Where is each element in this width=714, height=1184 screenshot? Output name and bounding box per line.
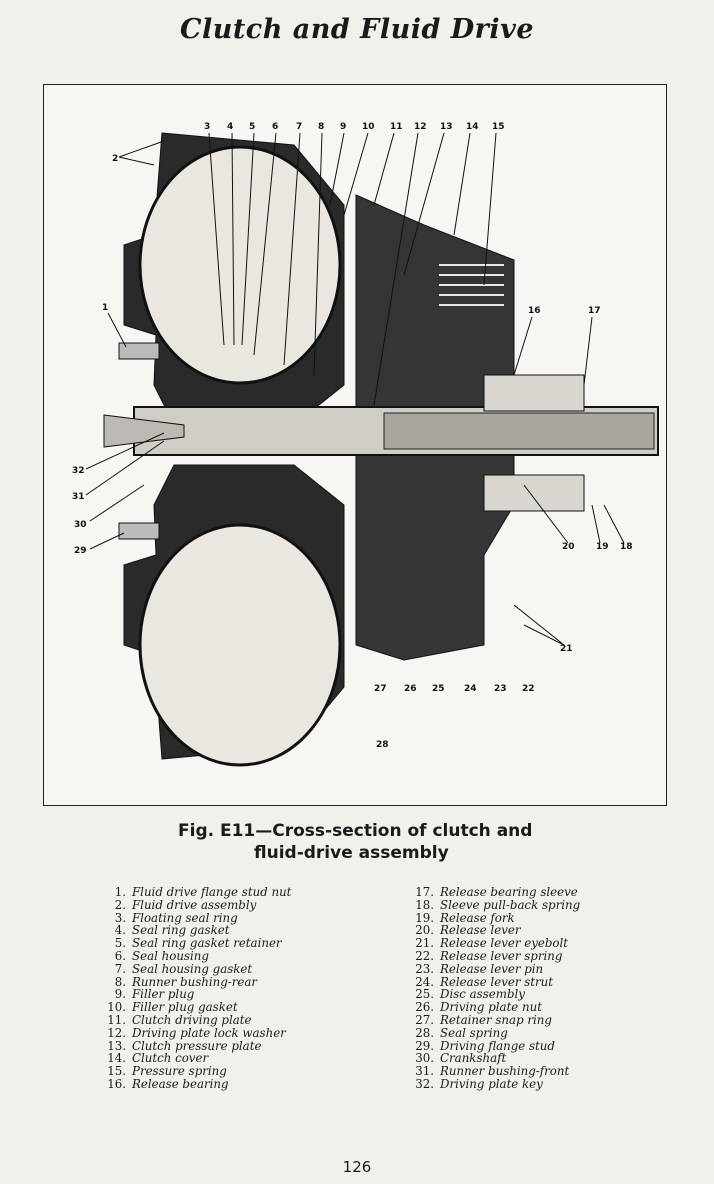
list-item: 5.Seal ring gasket retainer [114, 936, 282, 951]
callout-6: 6 [272, 122, 278, 132]
list-item: 32.Driving plate key [415, 1076, 543, 1091]
callout-20: 20 [562, 542, 575, 552]
callout-2: 2 [112, 154, 118, 164]
list-item: 10.Filler plug gasket [107, 1000, 238, 1015]
list-item: 22.Release lever spring [415, 948, 563, 963]
list-item: 21.Release lever eyebolt [415, 936, 569, 951]
list-item: 30.Crankshaft [415, 1051, 507, 1066]
list-item: 6.Seal housing [114, 948, 209, 963]
callout-16: 16 [528, 306, 541, 316]
list-item: 31.Runner bushing-front [415, 1064, 570, 1079]
callout-27: 27 [374, 684, 387, 694]
list-item: 15.Pressure spring [107, 1064, 227, 1079]
list-item: 27.Retainer snap ring [415, 1012, 552, 1027]
callout-24: 24 [464, 684, 477, 694]
list-item: 18.Sleeve pull-back spring [415, 897, 581, 912]
caption-line-2: fluid-drive assembly [254, 843, 449, 863]
list-item: 26.Driving plate nut [415, 1000, 542, 1015]
figure-caption: Fig. E11—Cross-section of clutch and flu… [178, 820, 598, 864]
list-item: 29.Driving flange stud [415, 1038, 555, 1053]
list-item: 23.Release lever pin [415, 961, 544, 976]
pressure-springs [439, 264, 504, 306]
callout-15: 15 [492, 122, 505, 132]
list-item: 1.Fluid drive flange stud nut [114, 885, 292, 899]
callout-17: 17 [588, 306, 601, 316]
list-item: 2.Fluid drive assembly [114, 897, 257, 912]
stud-upper [118, 342, 160, 360]
callout-5: 5 [249, 122, 255, 132]
parts-list-left: 1.Fluid drive flange stud nut 2.Fluid dr… [102, 886, 402, 1091]
callout-8: 8 [318, 122, 324, 132]
list-item: 8.Runner bushing-rear [114, 974, 258, 989]
callout-22: 22 [522, 684, 535, 694]
callout-28: 28 [376, 740, 389, 750]
callout-29: 29 [74, 546, 87, 556]
callout-11: 11 [390, 122, 403, 132]
callout-18: 18 [620, 542, 633, 552]
callout-14: 14 [466, 122, 479, 132]
list-item: 7.Seal housing gasket [114, 961, 253, 976]
callout-7: 7 [296, 122, 302, 132]
page-number: 126 [342, 1158, 372, 1176]
list-item: 11.Clutch driving plate [107, 1012, 252, 1027]
leader-lines [85, 132, 625, 646]
callout-31: 31 [72, 492, 85, 502]
list-item: 4.Seal ring gasket [114, 923, 230, 938]
list-item: 28.Seal spring [415, 1025, 508, 1040]
list-item: 25.Disc assembly [415, 987, 525, 1002]
list-item: 16.Release bearing [107, 1076, 229, 1091]
stud-lower [118, 522, 160, 540]
list-item: 17.Release bearing sleeve [415, 885, 578, 899]
list-item: 13.Clutch pressure plate [107, 1038, 262, 1053]
parts-list-right: 17.Release bearing sleeve 18.Sleeve pull… [410, 886, 710, 1091]
lower-torus [138, 523, 342, 767]
callout-25: 25 [432, 684, 445, 694]
callout-19: 19 [596, 542, 609, 552]
callout-9: 9 [340, 122, 346, 132]
callout-4: 4 [227, 122, 233, 132]
callout-32: 32 [72, 466, 85, 476]
callout-10: 10 [362, 122, 375, 132]
shaft-spline [383, 412, 655, 450]
list-item: 19.Release fork [415, 910, 515, 925]
list-item: 3.Floating seal ring [114, 910, 238, 925]
list-item: 24.Release lever strut [415, 974, 553, 989]
callout-3: 3 [204, 122, 210, 132]
cross-section-drawing: 3 4 5 6 7 8 9 10 11 12 13 14 15 2 1 16 1… [72, 122, 659, 767]
list-item: 20.Release lever [415, 923, 521, 938]
callout-23: 23 [494, 684, 507, 694]
callout-12: 12 [414, 122, 427, 132]
callout-1: 1 [102, 303, 108, 313]
caption-line-1: Fig. E11—Cross-section of clutch and [178, 821, 533, 841]
upper-torus [138, 145, 342, 385]
list-item: 12.Driving plate lock washer [107, 1025, 286, 1040]
release-sleeve-lower [483, 474, 585, 512]
callout-26: 26 [404, 684, 417, 694]
list-item: 14.Clutch cover [107, 1051, 209, 1066]
callout-13: 13 [440, 122, 453, 132]
page-title: Clutch and Fluid Drive [179, 14, 535, 45]
figure-illustration: 3 4 5 6 7 8 9 10 11 12 13 14 15 2 1 16 1… [43, 84, 667, 806]
callout-30: 30 [74, 520, 87, 530]
release-sleeve [483, 374, 585, 412]
callout-21: 21 [560, 644, 573, 654]
crankshaft-taper [103, 414, 185, 448]
list-item: 9.Filler plug [114, 987, 195, 1002]
callout-labels: 3 4 5 6 7 8 9 10 11 12 13 14 15 2 1 16 1… [72, 122, 633, 750]
